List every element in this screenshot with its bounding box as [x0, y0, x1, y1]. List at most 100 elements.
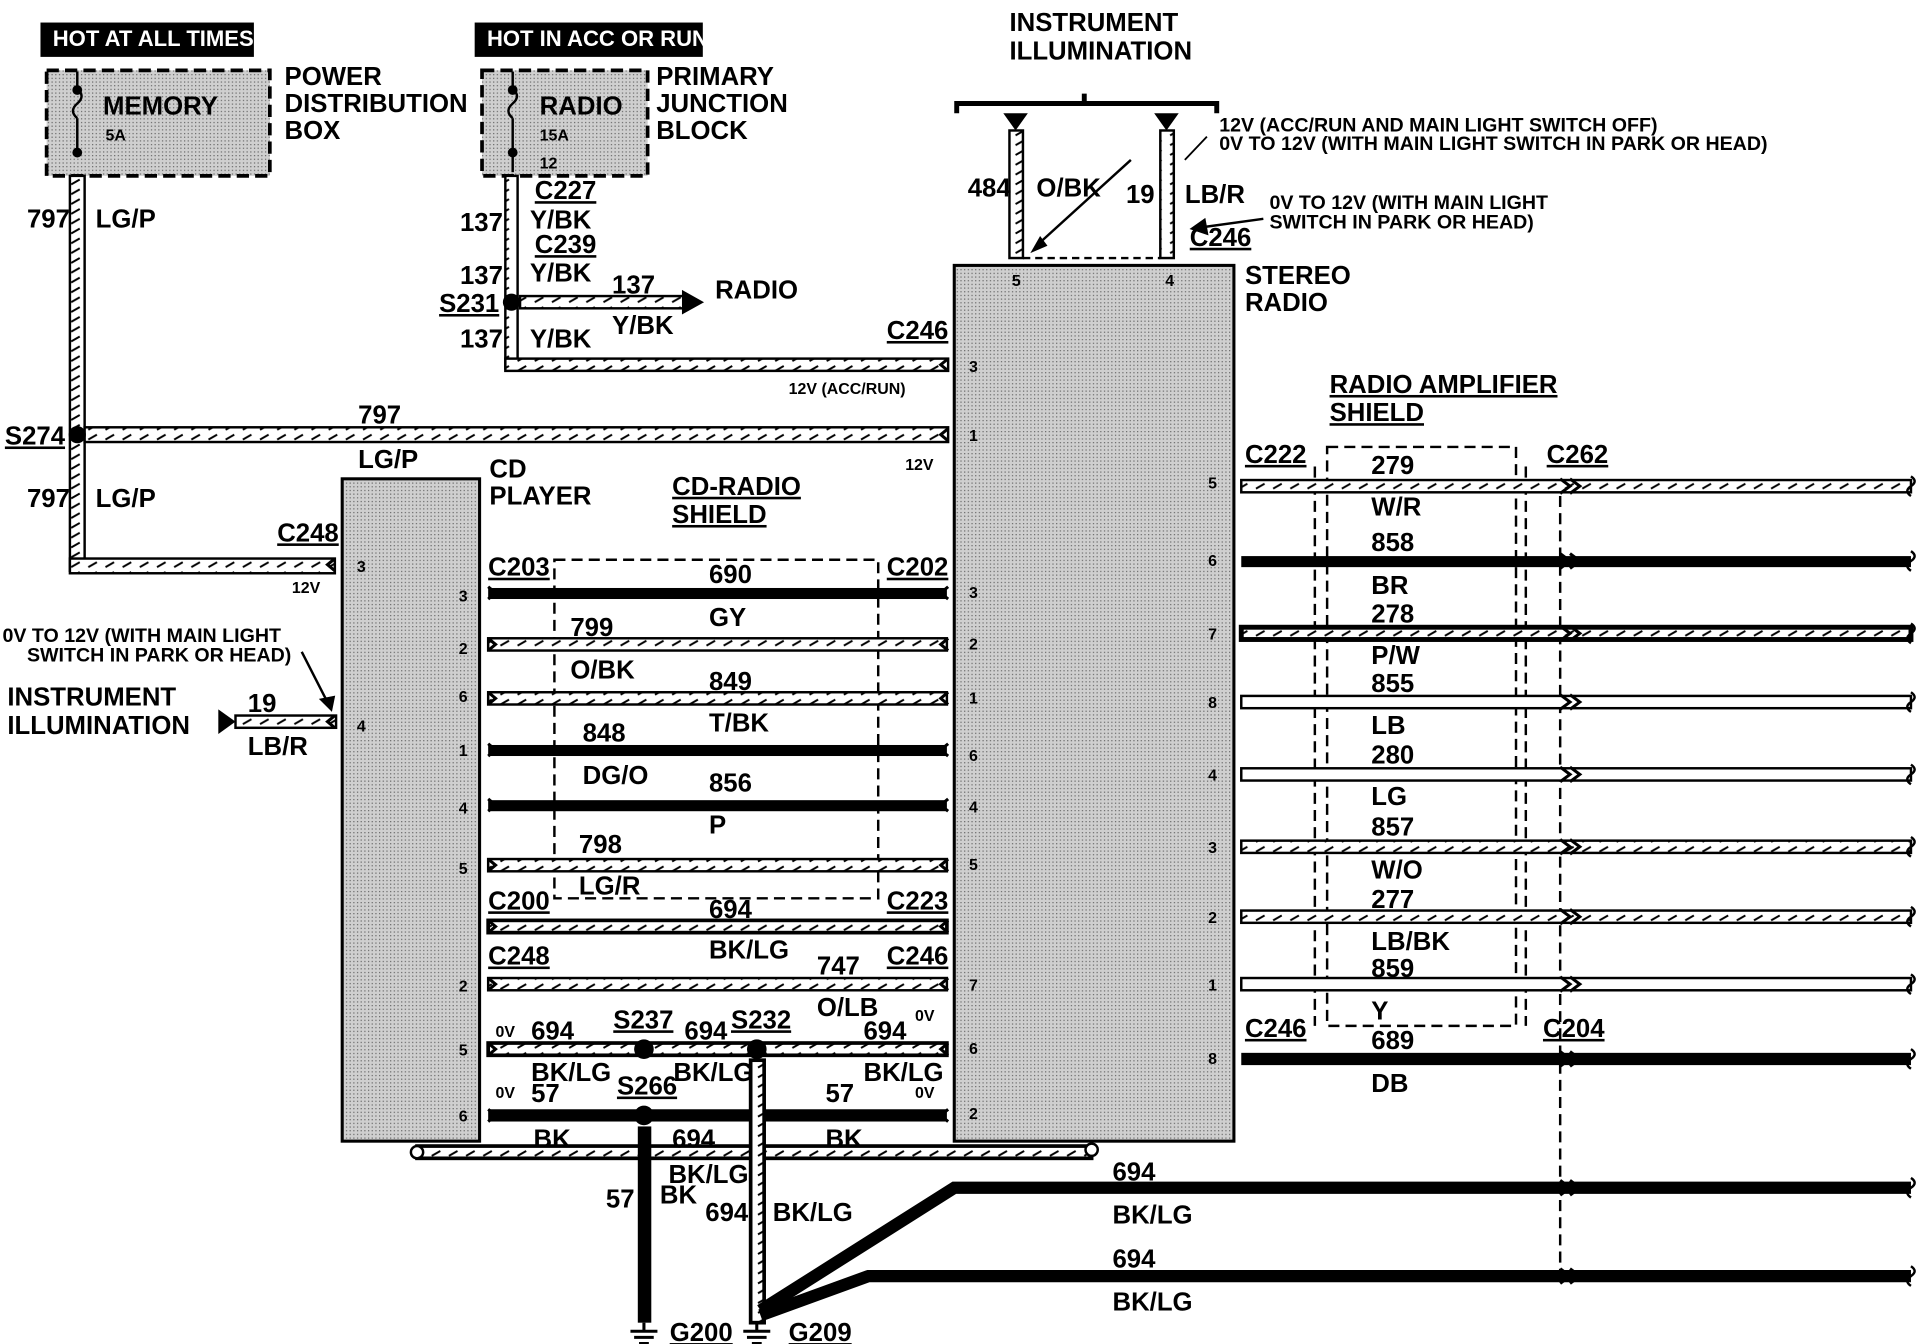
wire-694-b-number: 694 — [684, 1017, 728, 1045]
cd-pin: 2 — [459, 979, 468, 996]
ground-wire-57-number: 57 — [606, 1185, 635, 1213]
radio-fuse-pin: 12 — [540, 156, 558, 173]
wire-484-color: O/BK — [1036, 175, 1101, 203]
stereo-pin: 5 — [1208, 476, 1217, 493]
amp-wire-280-number: 280 — [1371, 741, 1414, 769]
cd-shield-label-2: SHIELD — [672, 501, 766, 529]
cd-pin: 5 — [459, 1042, 468, 1059]
connector-c202: C202 — [887, 554, 949, 582]
radio-fuse-icon — [507, 71, 519, 173]
cd-pin: 3 — [459, 588, 468, 605]
splice-s231-label: S231 — [439, 290, 499, 318]
ground-g209-icon — [743, 1322, 771, 1344]
wire-57-b-number: 57 — [825, 1080, 854, 1108]
illumination-note-1-leader — [1184, 135, 1208, 161]
cd-pin: 6 — [459, 1109, 468, 1126]
amp-wire-859-number: 859 — [1371, 955, 1414, 983]
illumination-note-2b: SWITCH IN PARK OR HEAD) — [1269, 212, 1533, 234]
amp-wire-277-color: LB/BK — [1371, 928, 1450, 956]
amp-wire-855-color: LB — [1371, 712, 1405, 740]
connector-c222: C222 — [1245, 441, 1307, 469]
memory-fuse-label: MEMORY — [103, 93, 218, 121]
wire-797-to-cd — [68, 557, 337, 575]
stereo-pin: 2 — [969, 636, 978, 653]
splice-s266-label: S266 — [617, 1073, 677, 1101]
wire-694-b-color: BK/LG — [673, 1059, 753, 1087]
amp-shield-label-2: SHIELD — [1330, 399, 1424, 427]
junction-label-1: PRIMARY — [656, 63, 774, 91]
stereo-pin: 6 — [969, 748, 978, 765]
illumination-note-1b: 0V TO 12V (WITH MAIN LIGHT SWITCH IN PAR… — [1219, 133, 1767, 155]
cd-wire-848-color: DG/O — [583, 762, 649, 790]
amp-wire-858-number: 858 — [1371, 529, 1414, 557]
wire-484 — [1008, 129, 1025, 260]
cd-illum-note-2: SWITCH IN PARK OR HEAD) — [27, 645, 291, 667]
wire-137-color-3: Y/BK — [612, 312, 674, 340]
splice-s237-dot — [634, 1039, 654, 1059]
connector-c248-top: C248 — [277, 519, 339, 547]
amp-wire-855-number: 855 — [1371, 670, 1414, 698]
cd-12v-label: 12V — [292, 580, 321, 597]
cd-player-label-1: CD — [489, 456, 526, 484]
stereo-pin: 6 — [969, 1041, 978, 1058]
junction-label-3: BLOCK — [656, 117, 748, 145]
cd-pin: 2 — [459, 641, 468, 658]
bus-bklg-a: BK/LG — [668, 1161, 748, 1189]
memory-fuse-icon — [71, 71, 83, 158]
radio-arrow-icon — [681, 289, 705, 315]
amp-wire-859-color: Y — [1371, 998, 1388, 1026]
stereo-pin: 3 — [969, 359, 978, 376]
cd-illum-note-1: 0V TO 12V (WITH MAIN LIGHT — [2, 625, 281, 647]
instrument-illumination-title-1: INSTRUMENT — [1009, 9, 1178, 37]
ground-g209-label: G209 — [789, 1319, 852, 1344]
wire-694-top-number: 694 — [709, 896, 753, 924]
wire-19-cd — [234, 714, 338, 730]
cd-pin: 3 — [357, 559, 366, 576]
stereo-pin: 5 — [969, 857, 978, 874]
ground-wire-694-number: 694 — [705, 1199, 749, 1227]
wire-484-number: 484 — [968, 175, 1012, 203]
stereo-pin: 4 — [1165, 273, 1174, 290]
splice-s232-label: S232 — [731, 1006, 791, 1034]
connector-c246-amp: C246 — [1245, 1015, 1307, 1043]
stereo-0v-1: 0V — [915, 1008, 935, 1025]
amp-wire-689 — [1241, 1052, 1911, 1066]
ground-wire-57-color: BK — [660, 1182, 698, 1210]
wire-747-number: 747 — [817, 952, 860, 980]
memory-fuse-amps: 5A — [105, 127, 126, 144]
cd-wire-798-color: LG/R — [579, 873, 641, 901]
wire-747-color: O/LB — [817, 994, 879, 1022]
wire-137-number-2: 137 — [460, 262, 503, 290]
splice-s237-label: S237 — [613, 1006, 673, 1034]
stereo-radio-box — [952, 263, 1236, 1143]
instrument-illumination-title-2: ILLUMINATION — [1009, 37, 1192, 65]
stereo-pin: 7 — [969, 977, 978, 994]
wire-694-top-color: BK/LG — [709, 936, 789, 964]
wire-19-color: LB/R — [1185, 181, 1245, 209]
wire-137-number-3: 137 — [612, 272, 655, 300]
splice-s274-label: S274 — [5, 422, 66, 450]
connector-c204: C204 — [1543, 1015, 1605, 1043]
cd-wire-856-color: P — [709, 811, 726, 839]
wire-694-top — [486, 918, 949, 935]
connector-c248-lower: C248 — [488, 943, 550, 971]
stereo-pin: 1 — [1208, 977, 1217, 994]
bus-end-right — [1084, 1142, 1099, 1158]
wire-19 — [1159, 129, 1176, 260]
power-box-label-2: DISTRIBUTION — [285, 90, 468, 118]
wire-694-a-color: BK/LG — [531, 1059, 611, 1087]
stereo-pin: 3 — [1208, 840, 1217, 857]
cd-0v-1: 0V — [496, 1024, 516, 1041]
stereo-0v-2: 0V — [915, 1085, 935, 1102]
connector-c223: C223 — [887, 887, 949, 915]
stereo-radio-label-2: RADIO — [1245, 289, 1328, 317]
connector-c262: C262 — [1547, 441, 1609, 469]
cd-wire-856 — [488, 800, 947, 812]
wire-694-c-color: BK/LG — [863, 1059, 943, 1087]
wire-19-number: 19 — [1126, 181, 1155, 209]
amp-wire-858-color: BR — [1371, 572, 1409, 600]
cd-wire-690-color: GY — [709, 604, 746, 632]
stereo-pin: 4 — [969, 799, 978, 816]
stereo-pin: 4 — [1208, 768, 1217, 785]
ground-run-upper — [757, 1181, 1911, 1316]
